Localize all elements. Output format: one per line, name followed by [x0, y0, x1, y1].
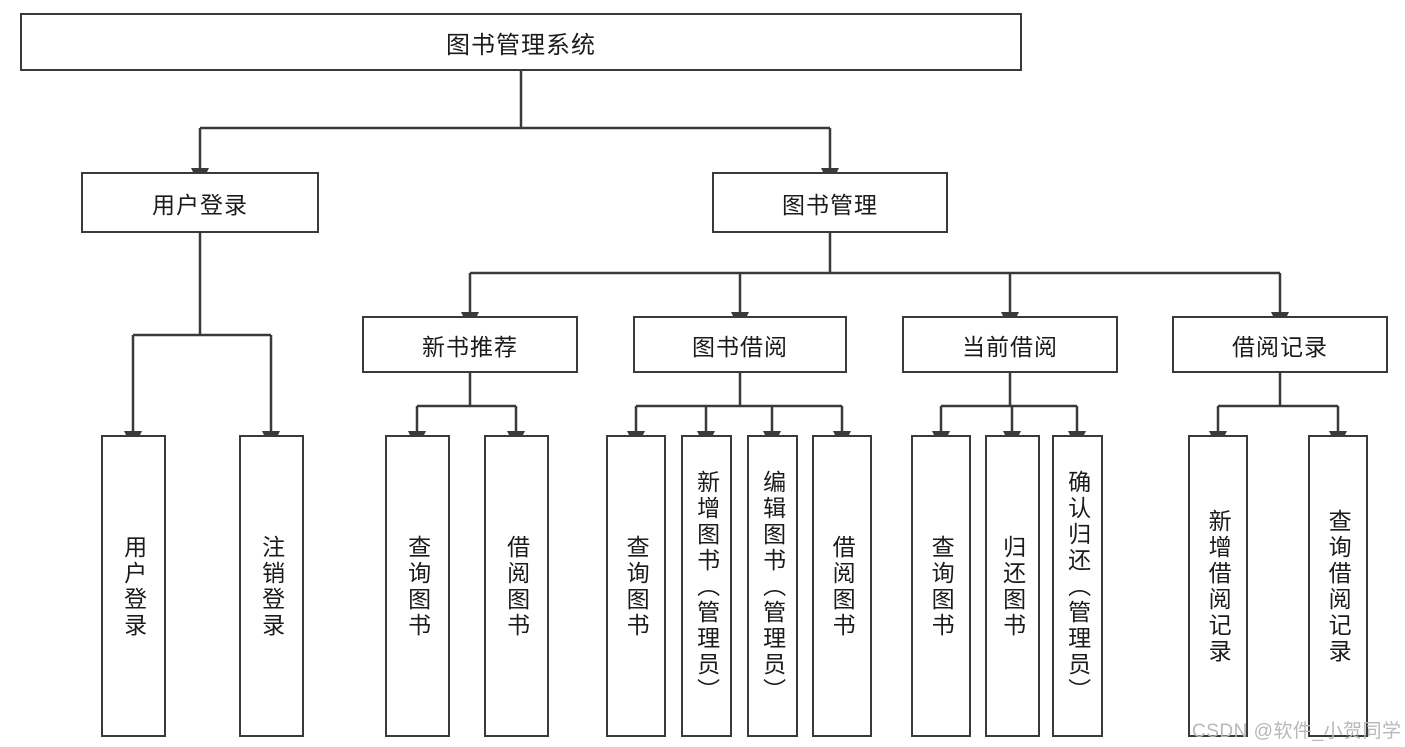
- node-label: 当前借阅: [962, 333, 1058, 360]
- node-leaf-9[interactable]: 归还图书: [985, 435, 1040, 737]
- node-label: 用户登录: [152, 191, 248, 218]
- node-leaf-3[interactable]: 借阅图书: [484, 435, 549, 737]
- node-label: 编辑图书（管理员）: [759, 470, 786, 704]
- node-leaf-11[interactable]: 新增借阅记录: [1188, 435, 1248, 737]
- node-label: 图书借阅: [692, 333, 788, 360]
- node-label: 图书管理: [782, 191, 878, 218]
- node-level2-0[interactable]: 新书推荐: [362, 316, 578, 373]
- node-label: 注销登录: [258, 535, 285, 639]
- node-leaf-1[interactable]: 注销登录: [239, 435, 304, 737]
- node-label: 新增借阅记录: [1205, 509, 1232, 665]
- node-leaf-10[interactable]: 确认归还（管理员）: [1052, 435, 1103, 737]
- node-label: 归还图书: [999, 535, 1026, 639]
- node-label: 用户登录: [120, 535, 147, 639]
- node-label: 新书推荐: [422, 333, 518, 360]
- node-level1-0[interactable]: 用户登录: [81, 172, 319, 233]
- node-root-图书管理系统[interactable]: 图书管理系统: [20, 13, 1022, 71]
- node-label: 新增图书（管理员）: [693, 470, 720, 704]
- node-level2-3[interactable]: 借阅记录: [1172, 316, 1388, 373]
- node-leaf-4[interactable]: 查询图书: [606, 435, 666, 737]
- node-leaf-2[interactable]: 查询图书: [385, 435, 450, 737]
- node-level1-1[interactable]: 图书管理: [712, 172, 948, 233]
- node-label: 查询图书: [928, 535, 955, 639]
- node-label: 借阅记录: [1232, 333, 1328, 360]
- node-leaf-6[interactable]: 编辑图书（管理员）: [747, 435, 798, 737]
- node-level2-1[interactable]: 图书借阅: [633, 316, 847, 373]
- node-label: 确认归还（管理员）: [1064, 470, 1091, 704]
- node-label: 借阅图书: [503, 535, 530, 639]
- node-level2-2[interactable]: 当前借阅: [902, 316, 1118, 373]
- node-leaf-12[interactable]: 查询借阅记录: [1308, 435, 1368, 737]
- node-leaf-8[interactable]: 查询图书: [911, 435, 971, 737]
- node-leaf-7[interactable]: 借阅图书: [812, 435, 872, 737]
- node-label: 查询借阅记录: [1325, 509, 1352, 665]
- csdn-watermark: CSDN @软件_小贺同学: [1192, 721, 1402, 742]
- node-leaf-0[interactable]: 用户登录: [101, 435, 166, 737]
- node-label: 借阅图书: [829, 535, 856, 639]
- node-label: 查询图书: [404, 535, 431, 639]
- node-label: 图书管理系统: [446, 31, 596, 59]
- node-leaf-5[interactable]: 新增图书（管理员）: [681, 435, 732, 737]
- node-label: 查询图书: [623, 535, 650, 639]
